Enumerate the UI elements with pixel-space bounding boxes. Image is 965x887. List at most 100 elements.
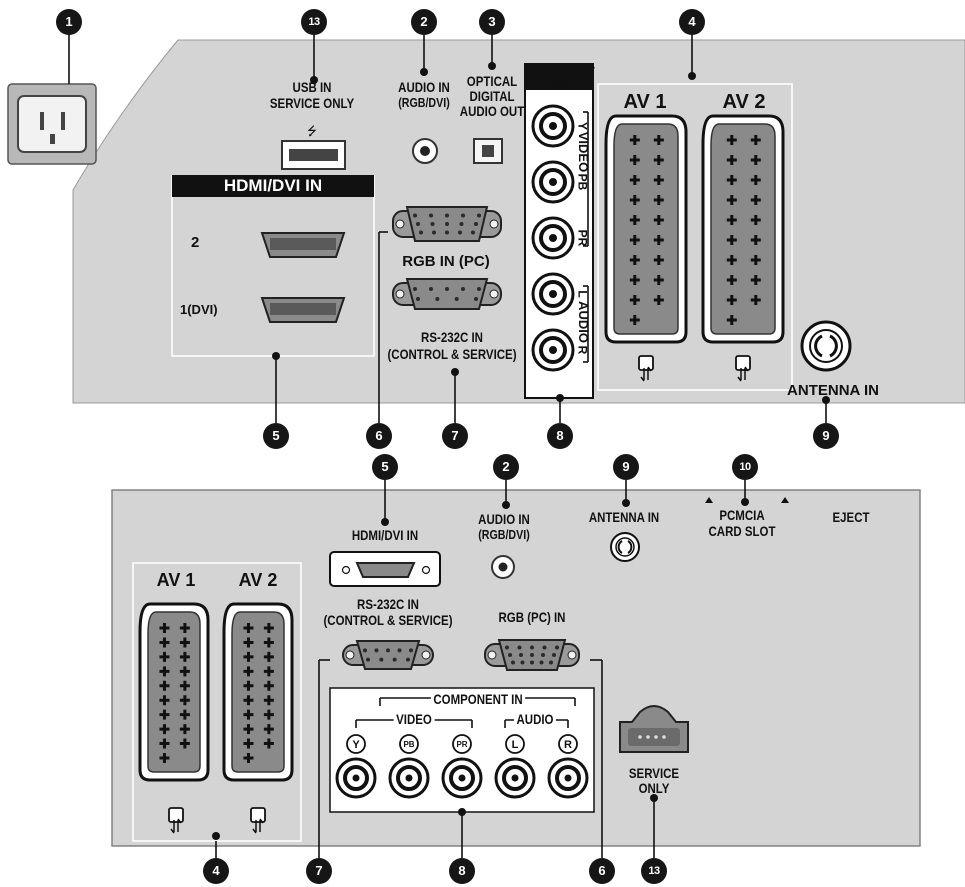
bottom-av2-scart-pin <box>243 724 254 735</box>
top-av1-scart-pin <box>653 235 664 245</box>
bottom-rs232-connector-screw-left <box>345 650 355 660</box>
top-rgb-in-connector-pin <box>445 230 449 235</box>
callout-1: 1 <box>56 9 82 35</box>
top-rs232-connector-pin <box>416 297 420 301</box>
eject-label: EJECT <box>832 509 870 525</box>
callout-13-bottom: 13 <box>641 858 667 884</box>
top-rgb-in-connector-screw-left <box>395 219 405 229</box>
usb-port-slot <box>289 149 338 161</box>
top-av1-scart-pin <box>629 195 640 205</box>
callout-2-top-dot <box>420 68 428 76</box>
callout-8-bottom-dot <box>458 808 466 816</box>
top-rgb-in-connector-pin <box>413 213 417 218</box>
callout-2-top: 2 <box>411 9 437 35</box>
bottom-av2-scart-pin <box>243 666 254 677</box>
bottom-rgb-pc-connector-pin <box>519 653 523 657</box>
bottom-av1-scart-pin <box>159 637 170 648</box>
top-rs232-connector-pin <box>461 287 465 291</box>
bottom-rgb-pc-connector-pin <box>555 645 559 650</box>
bottom-rs232-connector-pin <box>366 657 370 662</box>
bottom-rgb-pc-connector-pin <box>505 645 509 650</box>
bottom-rgb-pc-connector-pin <box>520 660 525 665</box>
bottom-av2-scart-pin <box>243 651 254 662</box>
top-av1-scart-pin <box>629 235 640 245</box>
bottom-av1-scart-pin <box>179 637 190 648</box>
top-rs232-connector-pin <box>454 297 459 301</box>
top-av2-label: AV 2 <box>722 91 766 113</box>
bottom-av1-scart-pin <box>159 724 170 735</box>
top-rgb-in-connector-screw-right <box>489 219 499 229</box>
callout-4-bottom-dot <box>212 832 220 840</box>
power-pin-left <box>40 112 44 130</box>
power-pin-ground <box>50 134 55 144</box>
top-av2-scart-pin <box>726 135 737 145</box>
bottom-rgb-pc-connector-screw-left <box>487 650 497 660</box>
optical-port-window <box>482 145 494 157</box>
top-antenna-label: ANTENNA IN <box>787 382 879 399</box>
callout-5-top-dot <box>272 352 280 360</box>
service-only-pin-0 <box>638 735 642 739</box>
bottom-hdmi-screw-right <box>421 565 431 575</box>
pcmcia-label: PCMCIA <box>719 507 765 523</box>
callout-4-top: 4 <box>679 9 705 35</box>
bottom-av2-scart-pin <box>243 753 254 763</box>
callout-3-dot <box>488 62 496 70</box>
bottom-component-jack-hole-2 <box>458 774 466 782</box>
bottom-av2-scart-pin <box>243 738 254 749</box>
top-av2-scart-pin <box>726 175 737 185</box>
top-rgb-in-connector-pin <box>430 222 435 226</box>
bottom-rgb-pc-connector-pin <box>530 660 534 665</box>
bottom-jack-letter-ring-2 <box>452 734 472 754</box>
bottom-av2-scart-pin <box>263 695 274 706</box>
top-rgb-in-connector-pin <box>461 213 465 218</box>
bottom-av2-scart-pin <box>263 637 274 648</box>
hdmi-port-1-label: 1(DVI) <box>180 302 218 317</box>
top-av1-io-icon-arrows <box>640 366 652 382</box>
callout-9-top: 9 <box>813 423 839 449</box>
service-only-pin-3 <box>662 735 666 739</box>
callout-2-bottom-dot <box>502 501 510 509</box>
top-av1-scart-pin <box>629 315 640 325</box>
top-av-box <box>597 83 793 391</box>
top-rs232-connector-pin <box>429 287 433 291</box>
top-av2-scart-pin <box>726 295 737 305</box>
bottom-rs232-connector-pin <box>409 648 413 653</box>
bottom-av2-scart-pin <box>243 623 254 633</box>
top-av2-scart-pin <box>750 155 761 165</box>
callout-9-bottom-dot <box>622 499 630 507</box>
bottom-jack-letter-2: PR <box>456 740 467 749</box>
bottom-audio-label: AUDIO <box>514 712 556 727</box>
bottom-rs232-connector-pin <box>386 648 390 653</box>
top-rs232-connector-pin <box>413 287 417 291</box>
top-av2-scart-pin <box>726 215 737 225</box>
bottom-rgb-pc-connector-pin <box>552 653 556 657</box>
top-component-jack-hole-3 <box>549 290 557 298</box>
top-av1-scart-body <box>613 123 679 335</box>
bottom-antenna-label: ANTENNA IN <box>588 509 660 525</box>
bottom-av2-scart-pin <box>263 738 274 749</box>
top-av1-scart-pin <box>629 175 640 185</box>
bottom-av1-label: AV 1 <box>156 570 196 590</box>
callout-8-bottom: 8 <box>449 858 475 884</box>
top-component-jack-hole-0 <box>549 122 557 130</box>
top-av1-scart-pin <box>629 135 640 145</box>
callout-7-top: 7 <box>442 423 468 449</box>
top-av2-scart-pin <box>726 315 737 325</box>
top-av1-scart-pin <box>653 135 664 145</box>
top-rs232-connector-pin <box>474 297 478 301</box>
bottom-jack-letter-ring-4 <box>558 734 578 754</box>
bottom-av2-io-icon-box <box>250 807 266 823</box>
top-component-jack-hole-1 <box>549 178 557 186</box>
top-component-jack-hole-2 <box>549 234 557 242</box>
component-audio-label: AUDIO <box>575 301 591 343</box>
pcmcia-right-arrow <box>781 497 789 503</box>
pcmcia-sub-label: CARD SLOT <box>708 523 776 539</box>
component-l-letter: L <box>575 290 590 298</box>
callout-5-bottom-dot <box>381 518 389 526</box>
component-in-label: COMPONENT <box>525 64 595 79</box>
top-av2-scart-pin <box>750 195 761 205</box>
usb-icon: ⭍ <box>307 124 317 138</box>
bottom-jack-letter-ring-0 <box>346 734 366 754</box>
top-component-header <box>525 64 593 90</box>
component-video-label: VIDEO <box>575 131 591 173</box>
